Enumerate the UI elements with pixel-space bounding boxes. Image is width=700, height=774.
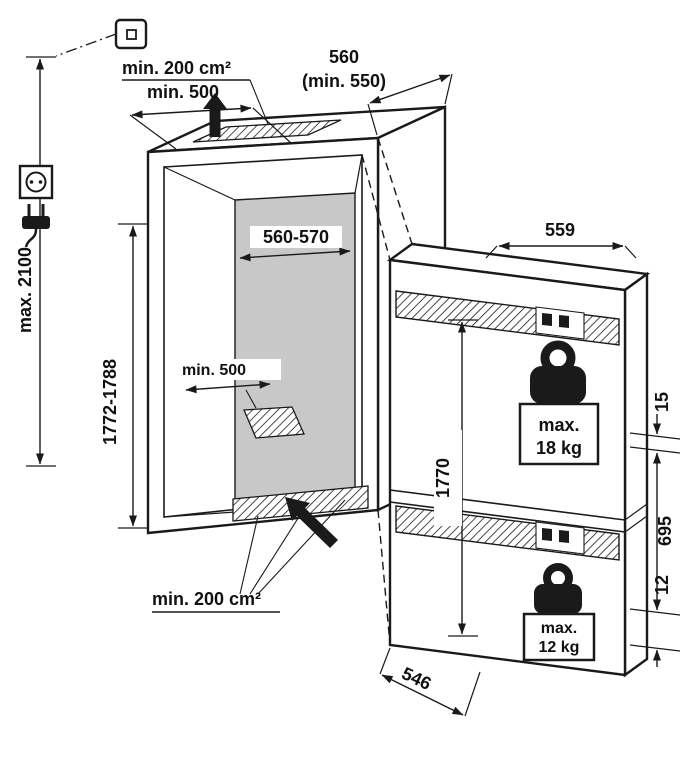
weight-label-box xyxy=(522,612,596,662)
hinge-mark xyxy=(559,315,569,328)
niche-depth-min-label: (min. 550) xyxy=(302,71,386,91)
gap-bottom-label: 12 xyxy=(652,575,672,595)
weight-label-box xyxy=(518,402,600,466)
niche-inner-width-label: 560-570 xyxy=(263,227,329,247)
dimension-niche-height: 1772-1788 xyxy=(100,223,160,529)
dimension-total-height: max. 2100 xyxy=(15,56,56,467)
dimension-right-side: 15 695 12 xyxy=(629,392,681,667)
niche-height-label: 1772-1788 xyxy=(100,359,120,445)
door-split-line-upper xyxy=(389,489,626,521)
power-outlet-icon xyxy=(55,18,148,57)
dimension-base-vent: min. 500 xyxy=(179,359,281,409)
lower-front-height-label: 695 xyxy=(655,516,675,546)
power-plug-icon xyxy=(22,204,50,248)
hinge-mark xyxy=(542,313,552,326)
label-bottom-vent: min. 200 cm² xyxy=(152,499,346,613)
base-vent-label: min. 500 xyxy=(182,362,246,379)
dimension-appliance-depth: 546 xyxy=(379,647,481,717)
label-backing xyxy=(250,226,342,248)
upper-door-weight: max. 18 kg xyxy=(518,340,600,466)
dimension-appliance-height: 1770 xyxy=(433,319,478,637)
bottom-vent-label: min. 200 cm² xyxy=(152,589,261,609)
insertion-guide-lines xyxy=(361,137,413,646)
appliance: max. 18 kg max. 12 kg xyxy=(386,242,651,678)
lower-max-label: max. xyxy=(541,620,577,637)
upper-weight-label: 18 kg xyxy=(536,438,582,458)
floor-vent-hatch xyxy=(243,406,305,439)
total-height-label: max. 2100 xyxy=(15,247,35,333)
gap-top-label: 15 xyxy=(652,392,672,412)
label-backing xyxy=(179,359,281,380)
top-vent-width-label: min. 500 xyxy=(147,82,219,102)
niche-depth-label: 560 xyxy=(329,47,359,67)
dimension-appliance-width: 559 xyxy=(485,220,637,259)
appliance-height-label: 1770 xyxy=(433,458,453,498)
label-backing xyxy=(434,430,462,526)
hinge-mark xyxy=(542,528,552,541)
dimension-top-vent-width: min. 500 xyxy=(129,82,292,150)
weight-icon-body xyxy=(534,584,582,614)
lower-door-weight: max. 12 kg xyxy=(522,563,596,662)
appliance-width-label: 559 xyxy=(545,220,575,240)
top-vent-label: min. 200 cm² xyxy=(122,58,231,78)
lower-weight-label: 12 kg xyxy=(539,639,580,656)
door-split-line-lower xyxy=(389,501,626,533)
insertion-arrow xyxy=(285,497,338,548)
label-top-vent: min. 200 cm² xyxy=(122,58,269,125)
upper-max-label: max. xyxy=(538,415,579,435)
appliance-depth-label: 546 xyxy=(399,663,435,694)
upper-door-mounting-strip xyxy=(395,290,620,346)
wall-socket-icon xyxy=(18,164,54,200)
weight-icon-body xyxy=(530,366,586,404)
dimension-niche-inner-width: 560-570 xyxy=(239,226,351,262)
outlet-reference-line xyxy=(55,33,117,57)
dimension-niche-depth: 560 (min. 550) xyxy=(302,47,453,136)
hinge-mark xyxy=(559,530,569,543)
appliance-right-face xyxy=(623,271,649,678)
